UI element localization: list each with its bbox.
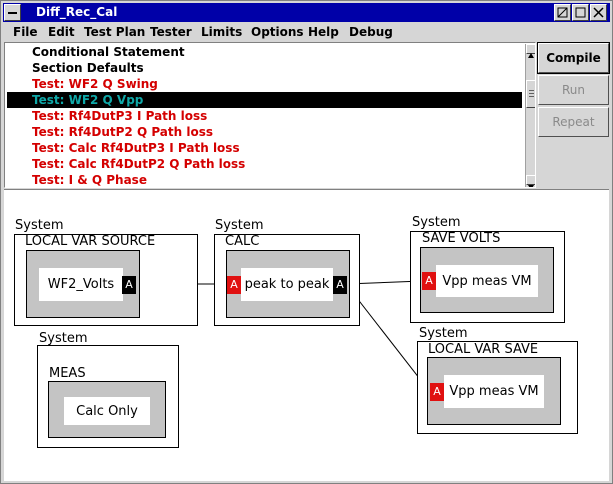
arrow-up-icon — [528, 53, 534, 58]
meas-node[interactable]: Calc Only — [64, 397, 150, 425]
close-button[interactable] — [590, 4, 607, 21]
system-label: System — [15, 218, 64, 233]
wire-calc-to-local-var-save — [345, 283, 431, 393]
close-icon — [593, 7, 604, 18]
title-bar[interactable]: Diff_Rec_Cal — [3, 3, 610, 22]
local-var-source-title: LOCAL VAR SOURCE — [25, 234, 156, 249]
save-volts-node[interactable]: Vpp meas VM — [436, 265, 538, 297]
local-var-save-title: LOCAL VAR SAVE — [428, 342, 539, 357]
system-label: System — [419, 326, 468, 341]
meas-title: MEAS — [49, 366, 86, 381]
test-list[interactable]: Conditional Statement Section Defaults T… — [4, 42, 536, 188]
scroll-thumb[interactable] — [526, 80, 535, 108]
menu-options[interactable]: Options — [251, 25, 304, 39]
list-item[interactable]: Test: Calc Rf4DutP3 I Path loss — [32, 141, 240, 155]
save-volts-title: SAVE VOLTS — [422, 231, 501, 246]
list-scrollbar[interactable] — [525, 44, 535, 187]
minimize-icon — [557, 7, 568, 18]
list-item[interactable]: Test: Calc Rf4DutP2 Q Path loss — [32, 157, 246, 171]
arrow-down-icon — [528, 185, 534, 187]
local-var-source-node[interactable]: WF2_Volts — [39, 268, 123, 301]
menu-bar: File Edit Test Plan Tester Limits Option… — [3, 23, 610, 41]
menu-help[interactable]: Help — [308, 25, 339, 39]
system-label: System — [39, 331, 88, 346]
calc-node[interactable]: peak to peak — [241, 268, 333, 301]
window-menu-icon — [8, 12, 17, 14]
input-port[interactable]: A — [430, 383, 444, 401]
maximize-button[interactable] — [572, 4, 589, 21]
list-item-selected[interactable]: Test: WF2 Q Vpp — [7, 92, 522, 108]
list-item[interactable]: Test: Rf4DutP2 Q Path loss — [32, 125, 214, 139]
minimize-button[interactable] — [554, 4, 571, 21]
run-button[interactable]: Run — [538, 75, 609, 105]
scroll-down-button[interactable] — [526, 175, 535, 187]
menu-test-plan[interactable]: Test Plan — [84, 25, 146, 39]
calc-title: CALC — [225, 234, 260, 249]
output-port[interactable]: A — [122, 276, 136, 294]
input-port[interactable]: A — [227, 276, 241, 294]
output-port[interactable]: A — [333, 276, 347, 294]
system-label: System — [412, 215, 461, 230]
menu-file[interactable]: File — [13, 25, 38, 39]
compile-button[interactable]: Compile — [537, 42, 610, 74]
menu-limits[interactable]: Limits — [201, 25, 243, 39]
list-item[interactable]: Test: I & Q Phase — [32, 173, 147, 187]
window-title: Diff_Rec_Cal — [36, 5, 118, 19]
menu-edit[interactable]: Edit — [48, 25, 75, 39]
list-item[interactable]: Conditional Statement — [32, 45, 185, 59]
list-item[interactable]: Test: WF2 Q Swing — [32, 77, 158, 91]
list-item[interactable]: Test: Rf4DutP3 I Path loss — [32, 109, 208, 123]
repeat-button[interactable]: Repeat — [538, 107, 609, 137]
local-var-save-node[interactable]: Vpp meas VM — [444, 375, 544, 408]
scroll-up-button[interactable] — [526, 44, 535, 58]
flow-diagram-canvas[interactable]: System LOCAL VAR SOURCE WF2_Volts A Syst… — [4, 189, 609, 481]
menu-tester[interactable]: Tester — [150, 25, 192, 39]
system-label: System — [215, 218, 264, 233]
maximize-icon — [575, 7, 586, 18]
menu-debug[interactable]: Debug — [349, 25, 393, 39]
list-item[interactable]: Section Defaults — [32, 61, 144, 75]
window-menu-button[interactable] — [4, 4, 21, 21]
input-port[interactable]: A — [422, 272, 436, 290]
